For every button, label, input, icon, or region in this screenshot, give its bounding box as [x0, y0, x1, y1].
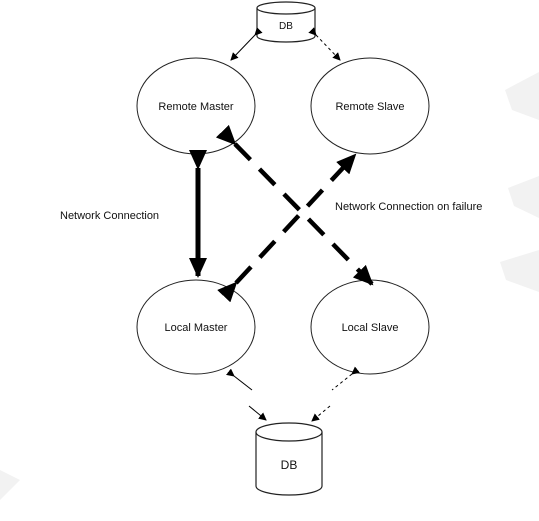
arrow-db-bottom-from-local-master	[248, 405, 267, 421]
remote-slave-label: Remote Slave	[335, 101, 404, 113]
node-local-master: Local Master	[136, 279, 256, 375]
arrow-local-master-to-remote-slave	[217, 153, 357, 303]
db-bottom-cylinder: DB	[255, 422, 323, 496]
remote-master-label: Remote Master	[158, 101, 234, 113]
db-top-cylinder: DB	[256, 1, 316, 43]
network-connection-failure-label: Network Connection on failure	[335, 201, 482, 213]
arrow-remote-master-to-local-slave	[215, 124, 374, 286]
arrow-db-top-to-remote-slave	[308, 27, 341, 61]
network-connection-label: Network Connection	[60, 210, 159, 222]
arrow-db-bottom-from-local-slave	[311, 405, 331, 422]
db-bottom-label: DB	[281, 458, 298, 472]
db-top-label: DB	[279, 21, 293, 32]
node-remote-slave: Remote Slave	[310, 57, 430, 155]
arrow-local-slave-to-db-bottom	[331, 366, 360, 391]
local-slave-label: Local Slave	[342, 322, 399, 334]
background-decoration	[0, 72, 539, 500]
local-master-label: Local Master	[165, 322, 228, 334]
arrow-db-top-to-remote-master	[230, 27, 263, 61]
node-remote-master: Remote Master	[136, 57, 256, 155]
arrow-local-master-to-db-bottom	[226, 368, 253, 391]
node-local-slave: Local Slave	[310, 279, 430, 375]
